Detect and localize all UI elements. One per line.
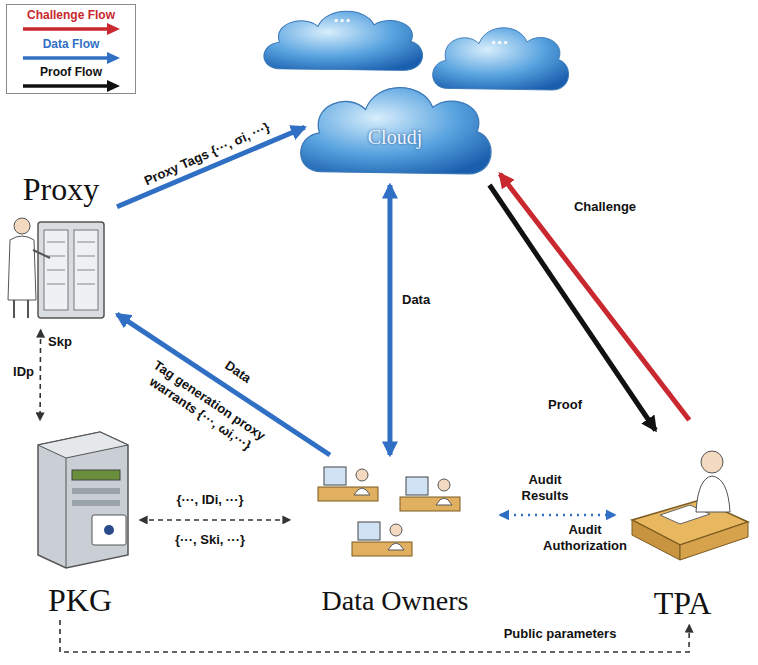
- flow-annotation: {···, Ski, ···}: [175, 532, 245, 548]
- pkg-server: [38, 432, 128, 568]
- proxy-figure-part: [8, 236, 36, 300]
- legend-text: Challenge Flow: [7, 8, 135, 22]
- data-owner-desks-part-part: [390, 524, 402, 536]
- cloud-node: Cloudj: [290, 74, 500, 185]
- node-label: TPA: [654, 586, 712, 621]
- data-owner-desks-part: [352, 522, 412, 556]
- data-owner-desks: [318, 467, 460, 556]
- legend-arrow-sample: [21, 23, 121, 35]
- pkg-server-part: [72, 470, 120, 480]
- node-label: Cloudj: [368, 126, 422, 148]
- data-owner-desks-part-part: [324, 467, 346, 485]
- pkg-server-part: [104, 525, 114, 535]
- flow-connector: [500, 514, 615, 517]
- edge-label: Proof: [548, 397, 582, 413]
- flow-annotation: Audit Authorization: [540, 522, 630, 553]
- legend-line: [23, 84, 109, 88]
- node-label: ···: [491, 34, 509, 54]
- legend-head: [107, 52, 120, 64]
- proxy-figure-part: [77, 284, 95, 285]
- edge-label: Challenge: [574, 199, 636, 215]
- proxy-figure-part: [33, 250, 50, 258]
- entity-node: PKG: [20, 420, 140, 620]
- node-label: ···: [334, 12, 352, 32]
- cloud-outline: [301, 88, 491, 174]
- proxy-figure-part: [44, 230, 68, 310]
- cloud-outline: [264, 11, 423, 70]
- proxy-figure-part: [14, 218, 30, 234]
- proxy-figure-part: [77, 270, 95, 271]
- data-owner-desks-part-part: [354, 488, 370, 495]
- edge-label: Skp: [48, 334, 72, 350]
- flow-connector: [490, 185, 656, 430]
- proxy-figure-part: [38, 222, 104, 318]
- flow-connector: [39, 330, 41, 420]
- edge-label: Data: [222, 358, 254, 387]
- flow-connector: [387, 185, 392, 455]
- data-owner-desks-part-part: [358, 522, 380, 540]
- proxy-figure-part: [47, 270, 65, 271]
- node-label: PKG: [48, 583, 112, 618]
- proxy-figure-part: [47, 242, 65, 243]
- tpa-figure-part: [680, 522, 748, 560]
- pkg-server-part: [38, 432, 128, 568]
- cloud-node: ···: [255, 2, 430, 78]
- proxy-figure-part: [47, 284, 65, 285]
- pkg-server-part: [38, 432, 128, 458]
- flow-connector: [117, 127, 305, 206]
- legend-box: Challenge FlowData FlowProof Flow: [6, 4, 136, 94]
- data-owner-desks-part: [318, 467, 378, 501]
- proxy-figure-part: [77, 242, 95, 243]
- proxy-figure: [8, 218, 104, 318]
- tpa-figure: [632, 451, 748, 560]
- pkg-server-part: [92, 515, 126, 545]
- legend-line: [23, 27, 109, 31]
- data-owner-desks-part-part: [388, 543, 404, 550]
- legend-arrow-sample: [21, 52, 121, 64]
- entity-node: Proxy: [5, 172, 117, 330]
- tpa-figure-part: [632, 520, 680, 560]
- entity-node: TPA: [615, 420, 750, 625]
- legend-text: Proof Flow: [7, 65, 135, 79]
- node-label: Proxy: [23, 172, 99, 207]
- flow-connector: [500, 174, 689, 420]
- proxy-figure-part: [13, 300, 15, 318]
- pkg-server-part: [72, 500, 120, 506]
- edge-label: Public parameters: [504, 626, 617, 642]
- proxy-figure-part: [27, 300, 29, 318]
- edge-label: Audit Results: [515, 472, 575, 503]
- proxy-figure-part: [74, 230, 98, 310]
- entity-node: Data Owners: [290, 455, 500, 625]
- proxy-figure-part: [47, 256, 65, 257]
- data-owner-desks-part: [400, 477, 460, 511]
- flow-connector: [140, 519, 290, 521]
- data-owner-desks-part-part: [352, 542, 412, 556]
- data-owner-desks-part-part: [356, 469, 368, 481]
- data-owner-desks-part-part: [406, 477, 428, 495]
- pkg-server-part: [72, 488, 120, 494]
- data-owner-desks-part-part: [436, 498, 452, 505]
- tpa-figure-part: [696, 476, 730, 512]
- flow-annotation: IDp: [13, 364, 34, 380]
- legend-line: [23, 56, 109, 60]
- cloud-node: ···: [425, 18, 575, 98]
- proxy-figure-part: [77, 256, 95, 257]
- data-owner-desks-part-part: [400, 497, 460, 511]
- pkg-server-part: [66, 458, 67, 568]
- data-owner-desks-part-part: [318, 487, 378, 501]
- legend-text: Data Flow: [7, 37, 135, 51]
- edge-label: Data: [402, 292, 430, 308]
- cloud-shape: [425, 18, 575, 98]
- edge-label: Proxy Tags {···, σi, ···}: [142, 119, 272, 188]
- flow-connector: [60, 620, 689, 652]
- legend-arrow-sample: [21, 80, 121, 92]
- legend-head: [107, 23, 120, 35]
- cloud-outline: [433, 28, 569, 90]
- legend-head: [107, 80, 120, 92]
- edge-label: {···, IDi, ···}: [176, 492, 243, 508]
- node-label: Data Owners: [322, 586, 469, 617]
- data-owner-desks-part-part: [438, 479, 450, 491]
- tpa-figure-part: [701, 451, 723, 473]
